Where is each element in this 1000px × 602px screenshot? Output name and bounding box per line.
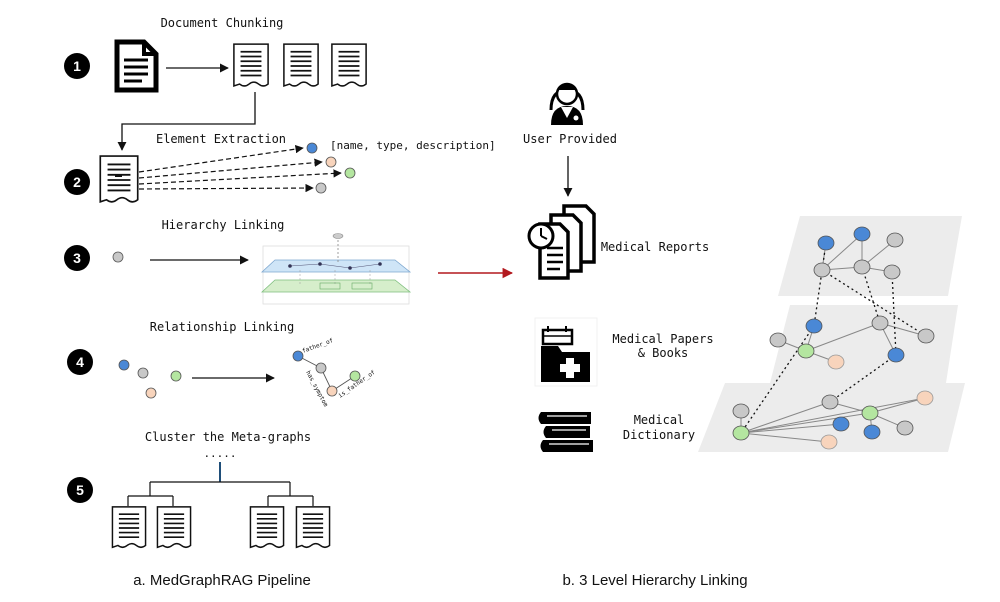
chunk-doc-3 xyxy=(331,43,367,87)
pipeline-caption: a. MedGraphRAG Pipeline xyxy=(133,572,311,589)
step-3-number: 3 xyxy=(73,250,81,266)
extract-arrow-4 xyxy=(138,183,314,193)
plane-level-2 xyxy=(770,305,958,383)
level-3-label-line-2: Dictionary xyxy=(623,428,695,442)
edge-label-father-of: father_of xyxy=(301,337,334,355)
source-doc xyxy=(99,155,139,203)
step-3: 3 Hierarchy Linking xyxy=(64,218,412,305)
step-5-badge xyxy=(67,477,93,503)
cluster-doc-3 xyxy=(249,505,285,549)
step-5: 5 Cluster the Meta-graphs ..... xyxy=(67,430,331,549)
loose-node-blue xyxy=(118,359,130,371)
doctor-icon xyxy=(549,82,585,125)
medical-folder-icon xyxy=(534,317,598,387)
step-1-badge xyxy=(64,53,90,79)
edge-label-has-symptom: has_symptom xyxy=(304,370,329,409)
step-4-title: Relationship Linking xyxy=(150,320,295,334)
step-5-number: 5 xyxy=(76,482,84,498)
user-provided-label: User Provided xyxy=(523,132,617,146)
books-icon xyxy=(538,412,593,452)
step-5-title: Cluster the Meta-graphs xyxy=(145,430,311,444)
extract-arrow-3 xyxy=(138,169,342,185)
step-2-title: Element Extraction xyxy=(156,132,286,146)
chunk-doc-1 xyxy=(233,43,269,87)
input-node xyxy=(112,251,124,263)
step-1-number: 1 xyxy=(73,58,81,74)
chunk-doc-2 xyxy=(283,43,319,87)
extract-arrow-2 xyxy=(138,158,323,179)
cluster-doc-2 xyxy=(156,505,192,549)
hierarchy-caption: b. 3 Level Hierarchy Linking xyxy=(562,572,747,589)
step-1-title: Document Chunking xyxy=(161,16,284,30)
plane-level-3 xyxy=(698,383,965,452)
level-3-label-line-1: Medical xyxy=(634,413,685,427)
relation-graph: father_of has_symptom is_father_of xyxy=(292,337,377,409)
entity-node-peach xyxy=(325,156,337,168)
element-attributes: [name, type, description] xyxy=(330,139,496,152)
step-2-badge xyxy=(64,169,90,195)
cluster-tree xyxy=(127,462,314,506)
step-2: 2 Element Extraction [name, type, descri… xyxy=(64,132,496,203)
step-3-badge xyxy=(64,245,90,271)
relation-node-blue xyxy=(292,350,304,362)
relation-node-peach xyxy=(326,385,338,397)
step-4: 4 Relationship Linking father_of has_sym… xyxy=(67,320,377,408)
loose-node-peach xyxy=(145,387,157,399)
loose-node-green xyxy=(170,370,182,382)
pipeline-panel: 1 Document Chunking 2 Element Extraction… xyxy=(64,16,496,589)
relation-node-gray xyxy=(315,362,327,374)
entity-node-gray xyxy=(315,182,327,194)
medical-reports-icon xyxy=(527,204,596,280)
step-4-badge xyxy=(67,349,93,375)
hierarchy-panel: User Provided Medical Reports xyxy=(523,82,965,589)
extract-arrow-1 xyxy=(138,144,304,173)
entity-node-green xyxy=(344,167,356,179)
cluster-ellipsis: ..... xyxy=(203,447,236,460)
step-4-number: 4 xyxy=(76,354,84,370)
level-1-label: Medical Reports xyxy=(601,240,709,254)
chunk-to-extraction-connector xyxy=(117,92,256,151)
plane-level-1 xyxy=(778,216,962,296)
mini-hierarchy-graphic xyxy=(260,233,412,305)
level-2-label-line-1: Medical Papers xyxy=(612,332,713,346)
loose-node-gray xyxy=(137,367,149,379)
relation-node-green xyxy=(349,370,361,382)
document-icon xyxy=(114,39,159,93)
step-2-number: 2 xyxy=(73,174,81,190)
level-2-label-line-2: & Books xyxy=(638,346,689,360)
step-3-title: Hierarchy Linking xyxy=(162,218,285,232)
cluster-doc-1 xyxy=(111,505,147,549)
cluster-doc-4 xyxy=(295,505,331,549)
layered-graph xyxy=(698,216,965,452)
entity-node-blue xyxy=(306,142,318,154)
step-1: 1 Document Chunking xyxy=(64,16,367,151)
